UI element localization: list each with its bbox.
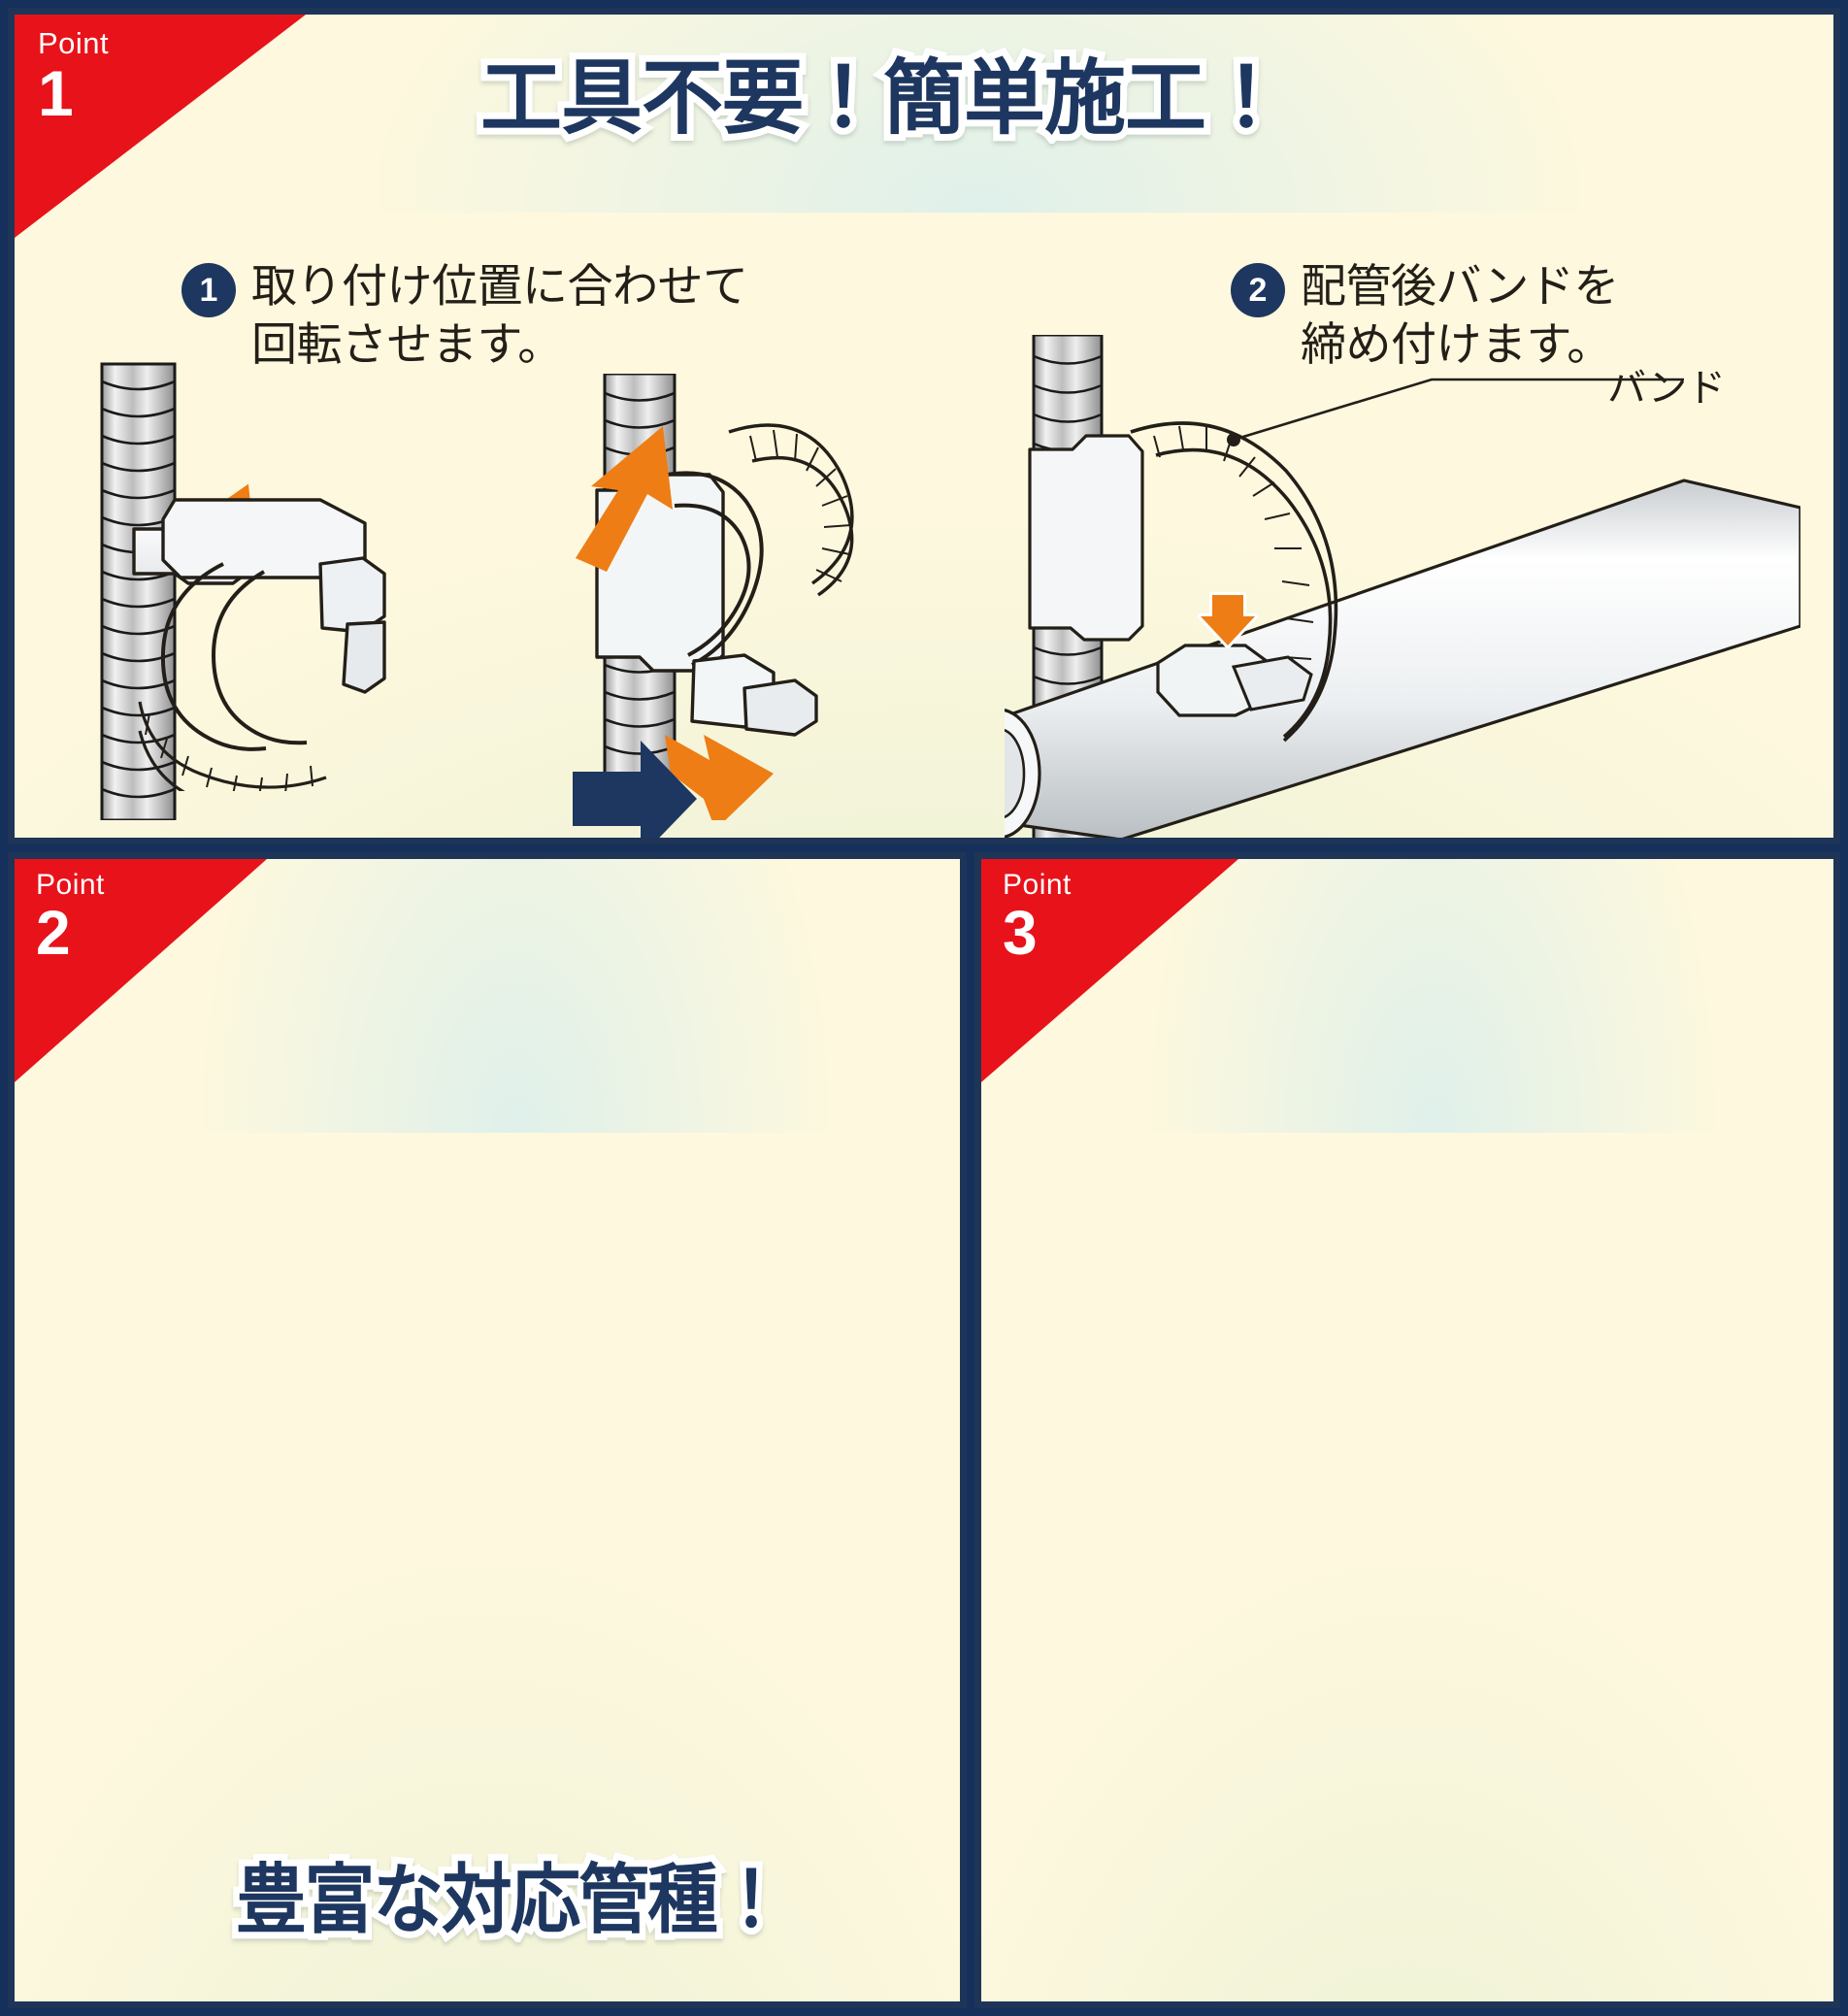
band-tail-icon [138, 701, 327, 791]
orange-arrow-down-small-icon [1198, 592, 1258, 648]
point-2-corner-badge: Point 2 [15, 859, 267, 1082]
step-2-number-badge: 2 [1231, 263, 1285, 317]
point-1-corner-badge: Point 1 [15, 15, 306, 238]
pipe-icon [1005, 479, 1800, 838]
illustration-band-on-pipe [1005, 335, 1800, 838]
point-1-panel: Point 1 工具不要！簡単施工！ 1 取り付け位置に合わせて 回転させます。… [8, 8, 1840, 844]
corner-triangle-icon [15, 15, 306, 238]
point-label: Point [1003, 869, 1072, 901]
step-1-number-badge: 1 [182, 263, 236, 317]
threaded-rod-icon [100, 362, 177, 820]
navy-right-arrow-icon [573, 741, 697, 838]
point-2-panel: Point 2 豊富な対応管種！ 各種 樹脂管 各種 フレキ管 [8, 852, 967, 2008]
band-loop-icon [728, 423, 854, 597]
band-callout-label: バンド [1607, 367, 1726, 410]
corner-triangle-icon [15, 859, 267, 1082]
corner-triangle-icon [981, 859, 1238, 1082]
orange-arrow-up-icon [576, 426, 673, 572]
point-number: 3 [1003, 898, 1039, 968]
point-1-title: 工具不要！簡単施工！ [474, 50, 1294, 146]
point-label: Point [38, 26, 110, 60]
point-2-title: 豊富な対応管種！ [229, 1855, 792, 1944]
band-loop-icon [1130, 421, 1338, 743]
illustration-clamp-body-left [132, 498, 386, 791]
orange-arrow-down-icon [665, 735, 774, 820]
point-3-corner-badge: Point 3 [981, 859, 1238, 1082]
band-leader-line [1227, 378, 1684, 446]
step-1-block: 1 取り付け位置に合わせて 回転させます。 [182, 257, 748, 374]
point-number: 1 [38, 57, 75, 129]
step-1-text: 取り付け位置に合わせて 回転させます。 [251, 260, 748, 371]
point-label: Point [36, 869, 105, 901]
illustration-clamp-rotated [576, 374, 854, 820]
point-number: 2 [36, 898, 72, 968]
step-2-block: 2 配管後バンドを 締め付けます。 [1231, 257, 1619, 374]
step-2-text: 配管後バンドを 締め付けます。 [1301, 260, 1619, 371]
point-3-panel: Point 3 バンド解除機能付 解除レバーを矢印方向に下げて バンドを緩めてく… [974, 852, 1840, 2008]
